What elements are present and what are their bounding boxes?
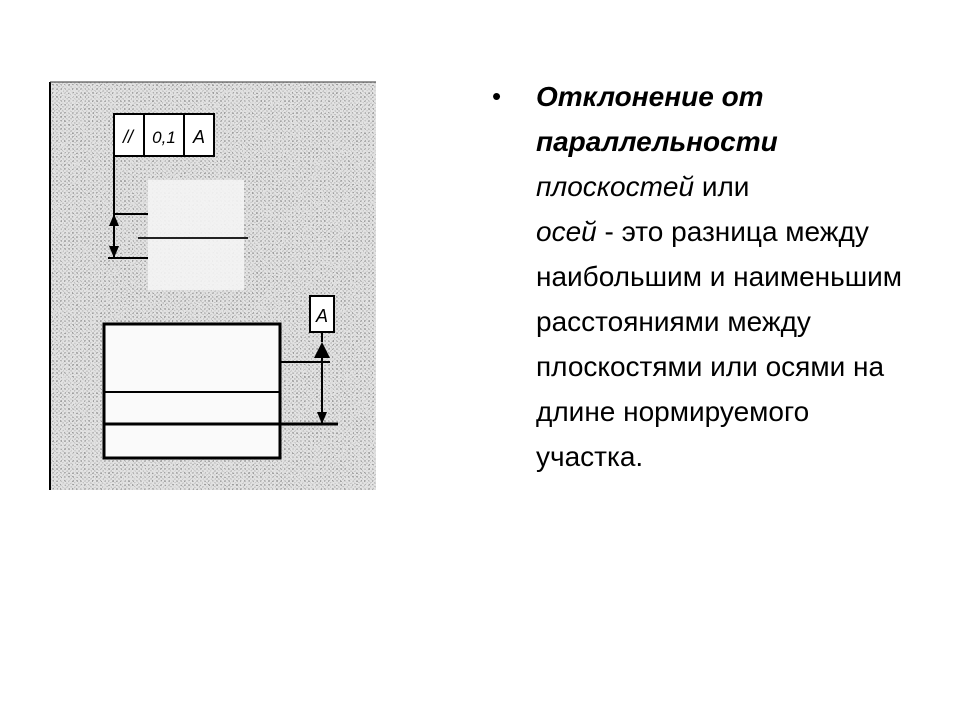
parallelism-tolerance-drawing: // 0,1 A A bbox=[49, 81, 376, 490]
definition-text: • Отклонение от параллельности плоскосте… bbox=[492, 74, 920, 479]
parallelism-symbol: // bbox=[121, 127, 135, 147]
tolerance-value: 0,1 bbox=[152, 128, 176, 147]
tolerance-frame: // 0,1 A bbox=[113, 113, 215, 157]
term-axes: осей bbox=[536, 216, 597, 247]
datum-letter: A bbox=[315, 306, 328, 326]
base-part bbox=[102, 322, 338, 460]
term-planes: плоскостей bbox=[536, 171, 695, 202]
arrow-down bbox=[109, 246, 119, 258]
arrow-up bbox=[109, 214, 119, 226]
upper-part bbox=[148, 180, 244, 290]
datum-symbol: A bbox=[309, 295, 335, 358]
definition-body: - это разница между наибольшим и наимень… bbox=[536, 216, 903, 472]
datum-arrow-down bbox=[317, 412, 327, 424]
text-or: или bbox=[701, 171, 750, 202]
leader-line bbox=[108, 136, 148, 259]
bullet-marker: • bbox=[492, 81, 502, 111]
term-heading: Отклонение от параллельности bbox=[536, 81, 778, 157]
datum-reference: A bbox=[192, 127, 205, 147]
